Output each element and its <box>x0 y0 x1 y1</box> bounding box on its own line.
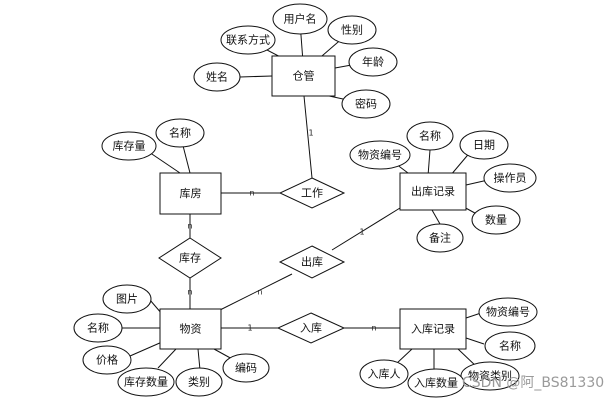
relationship-label: 库存 <box>179 251 201 265</box>
attr-label: 名称 <box>169 126 191 140</box>
relationship-inbound: 入库 <box>276 312 346 344</box>
attr-label: 操作员 <box>494 171 527 185</box>
attr-admin-password: 密码 <box>341 89 391 119</box>
attr-label: 年龄 <box>362 55 384 69</box>
entity-goods: 物资 <box>159 308 222 350</box>
edge-goods-stockqty <box>157 348 177 369</box>
attr-goods-stockqty: 库存数量 <box>117 367 175 397</box>
card-storeroom-work: n <box>249 189 254 198</box>
edge-goods-category <box>197 348 201 371</box>
attr-goods-code: 编码 <box>222 353 270 383</box>
edge-out-remark <box>431 209 441 225</box>
relationship-label: 入库 <box>300 322 322 335</box>
relationship-label: 出库 <box>301 255 323 269</box>
attr-admin-age: 年龄 <box>348 47 398 77</box>
entity-inbound-record: 入库记录 <box>399 308 467 350</box>
attr-admin-username: 用户名 <box>272 3 328 35</box>
entity-label: 库房 <box>180 187 202 200</box>
edge-out-outbound <box>331 207 401 251</box>
attr-label: 入库数量 <box>414 377 458 390</box>
attr-in-quantity: 入库数量 <box>407 368 465 398</box>
attr-label: 物资编号 <box>358 148 402 162</box>
attr-out-name: 名称 <box>406 121 454 151</box>
attr-label: 物资类别 <box>468 369 512 383</box>
attr-goods-picture: 图片 <box>102 284 152 314</box>
edge-goods-outbound <box>219 273 293 311</box>
attr-label: 价格 <box>96 353 118 367</box>
attr-label: 姓名 <box>206 70 228 84</box>
entity-outbound-record: 出库记录 <box>399 172 467 211</box>
attr-label: 数量 <box>485 214 507 227</box>
attr-admin-gender: 性别 <box>327 15 377 45</box>
attr-goods-name: 名称 <box>73 313 123 343</box>
card-out-outbound: 1 <box>359 228 364 237</box>
edge-admin-work <box>303 95 313 179</box>
attr-out-goodsno: 物资编号 <box>349 140 411 170</box>
entity-label: 出库记录 <box>411 184 455 198</box>
card-goods-stock: n <box>187 288 192 297</box>
relationship-stock: 库存 <box>158 237 222 279</box>
attr-out-remark: 备注 <box>416 223 464 253</box>
edge-goods-price <box>129 341 163 357</box>
relationship-work: 工作 <box>278 177 346 209</box>
relationship-outbound: 出库 <box>278 245 346 279</box>
card-goods-inbound: 1 <box>247 324 252 333</box>
attr-in-goodsno: 物资编号 <box>478 297 538 327</box>
attr-label: 图片 <box>116 293 138 306</box>
cardinalities: 1 n n n 1 n 1 n <box>187 129 376 333</box>
edge-out-name <box>427 149 431 177</box>
attr-label: 库存数量 <box>124 375 168 389</box>
attr-label: 备注 <box>429 231 451 245</box>
attr-in-category: 物资类别 <box>460 361 520 391</box>
relationship-label: 工作 <box>301 187 323 200</box>
card-in-inbound: n <box>371 324 376 333</box>
edge-admin-name <box>239 75 273 78</box>
attr-label: 编码 <box>235 361 257 375</box>
attr-storeroom-stockqty: 库存量 <box>101 131 157 161</box>
entity-label: 入库记录 <box>411 323 455 336</box>
attr-out-quantity: 数量 <box>471 205 521 235</box>
attr-label: 物资编号 <box>486 305 530 319</box>
card-goods-outbound: n <box>257 288 262 297</box>
attr-label: 库存量 <box>113 139 146 153</box>
attr-label: 日期 <box>473 139 495 152</box>
attr-label: 入库人 <box>368 368 401 381</box>
attr-label: 密码 <box>355 97 377 111</box>
attr-label: 名称 <box>419 129 441 143</box>
attr-storeroom-name: 名称 <box>155 118 205 148</box>
attr-out-date: 日期 <box>459 130 509 160</box>
entity-label: 仓管 <box>293 69 315 83</box>
entity-label: 物资 <box>180 322 202 336</box>
edge-in-name <box>465 337 485 345</box>
attr-out-operator: 操作员 <box>483 163 537 193</box>
attr-goods-category: 类别 <box>175 367 223 397</box>
attr-admin-name: 姓名 <box>193 62 241 92</box>
attr-label: 名称 <box>87 321 109 335</box>
attr-label: 联系方式 <box>226 33 270 47</box>
entity-storeroom: 库房 <box>159 172 222 215</box>
attr-goods-price: 价格 <box>82 345 132 375</box>
attr-in-name: 名称 <box>484 331 536 361</box>
entity-warehouse-admin: 仓管 <box>271 55 336 97</box>
attr-label: 类别 <box>188 375 210 389</box>
card-admin-work: 1 <box>308 129 313 138</box>
attr-label: 用户名 <box>284 12 317 26</box>
attr-label: 性别 <box>341 23 363 37</box>
watermark-text: CSDN @阿_BS81330 <box>462 375 604 391</box>
attr-admin-contact: 联系方式 <box>220 25 276 55</box>
attr-label: 名称 <box>499 339 521 353</box>
edge-in-person <box>395 348 413 365</box>
attr-in-person: 入库人 <box>359 359 409 389</box>
card-storeroom-stock: n <box>187 222 192 231</box>
